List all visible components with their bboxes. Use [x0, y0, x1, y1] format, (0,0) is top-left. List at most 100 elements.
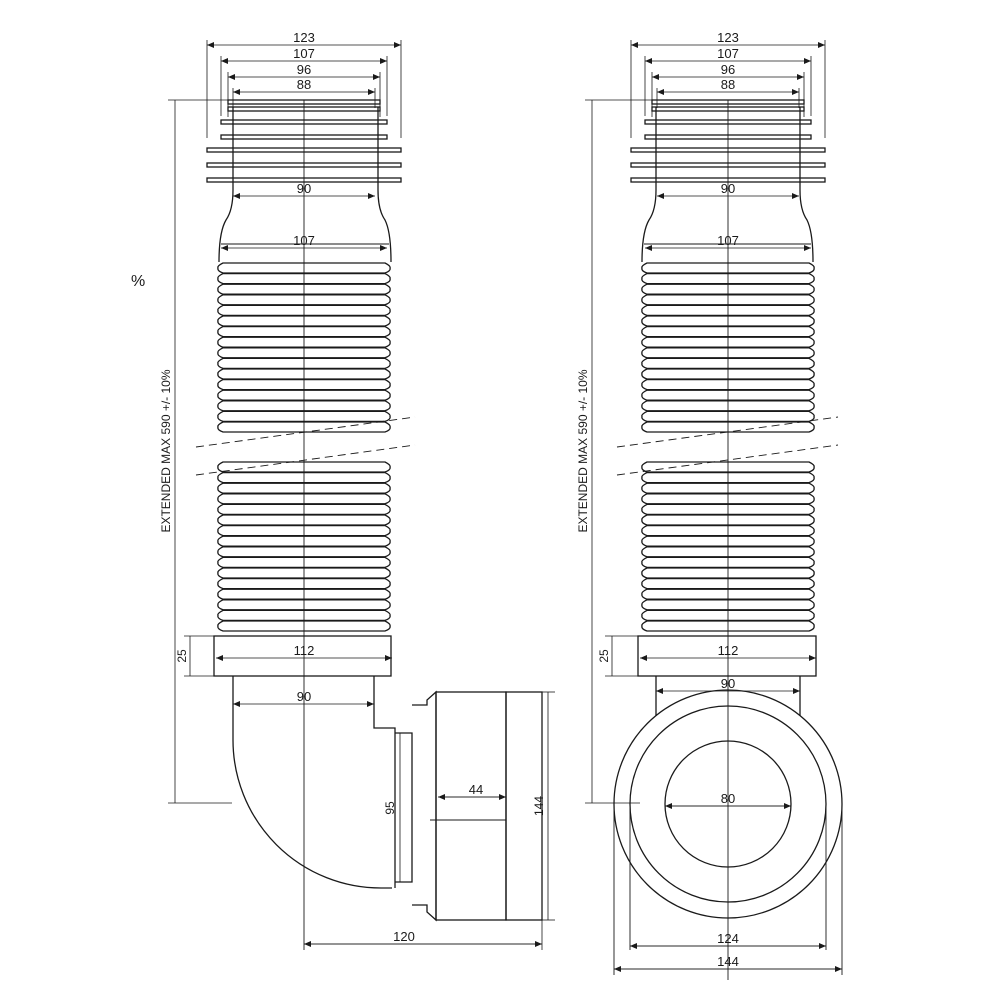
left-elbow-width-label: 90 — [297, 689, 311, 704]
left-side-view: EXTENDED MAX 590 +/- 10% 25 95 — [159, 40, 555, 950]
right-neck-outline — [641, 178, 814, 263]
right-dim-collar-arrow-right — [809, 655, 816, 661]
left-dim-body-arrow-right — [380, 245, 387, 251]
left-cap-walls — [232, 107, 379, 178]
left-dim-88-label: 88 — [297, 77, 311, 92]
left-dim-88-arrow-left — [233, 89, 240, 95]
left-elbow-depth-label: 120 — [393, 929, 415, 944]
left-rib-l-15 — [217, 620, 391, 632]
left-elbow-inner — [373, 676, 396, 888]
left-break-line-lower — [195, 444, 416, 476]
right-pipe-walls — [655, 676, 801, 716]
right-dim-elbow-arrow-right — [793, 688, 800, 694]
left-corrugation-lower — [217, 461, 391, 632]
left-extended-label: EXTENDED MAX 590 +/- 10% — [159, 369, 173, 532]
left-dim-elbow-arrow-left — [233, 701, 240, 707]
left-socket-flange — [412, 690, 437, 922]
left-dim-96-arrow-left — [228, 74, 235, 80]
right-mid-diameter-label: 124 — [717, 931, 739, 946]
right-body-dim-label: 107 — [717, 233, 739, 248]
right-dim-mid-arrow-right — [819, 943, 826, 949]
right-neck-dim-label: 90 — [721, 181, 735, 196]
left-outlet-height-label: 95 — [383, 801, 397, 815]
right-mid-ext — [629, 804, 827, 950]
left-dim-neck-arrow-left — [233, 193, 240, 199]
right-rib-l-15 — [641, 620, 815, 632]
left-dim-96-arrow-right — [373, 74, 380, 80]
right-dim-96-arrow-left — [652, 74, 659, 80]
left-rib-u-15 — [217, 421, 391, 433]
left-dim-neck-arrow-right — [368, 193, 375, 199]
right-elbow-width-label: 90 — [721, 676, 735, 691]
right-dim-neck-arrow-right — [792, 193, 799, 199]
right-corrugation-upper — [641, 262, 815, 433]
right-dim-107-label: 107 — [717, 46, 739, 61]
left-break-line-upper — [195, 416, 416, 448]
left-dim-88-arrow-right — [368, 89, 375, 95]
left-collar-width-label: 112 — [294, 643, 315, 658]
right-break-line-upper — [616, 416, 839, 448]
right-dim-88-arrow-left — [657, 89, 664, 95]
left-dim-107-arrow-left — [221, 58, 228, 64]
right-break-line-lower — [616, 444, 839, 476]
right-cap-walls — [655, 107, 801, 178]
right-dim-neck-arrow-left — [657, 193, 664, 199]
stray-percent-mark: % — [131, 273, 145, 290]
right-dimension-labels: 123 107 96 88 90 107 112 90 — [717, 30, 739, 691]
right-dim-107-arrow-right — [804, 58, 811, 64]
right-dim-outer-arrow-right — [835, 966, 842, 972]
right-collar-width-label: 112 — [718, 643, 739, 658]
right-extended-label: EXTENDED MAX 590 +/- 10% — [576, 369, 590, 532]
left-socket-height-label: 144 — [532, 796, 546, 816]
right-dim-123-label: 123 — [717, 30, 739, 45]
left-dim-spigot-arrow-left — [438, 794, 445, 800]
left-socket-body — [435, 691, 507, 921]
right-outer-diameter-label: 144 — [717, 954, 739, 969]
right-corrugation-lower — [641, 461, 815, 632]
left-dim-123-arrow-right — [394, 42, 401, 48]
right-inner-diameter-label: 80 — [721, 791, 735, 806]
left-collar — [213, 635, 392, 677]
right-dim-elbow-arrow-left — [656, 688, 663, 694]
left-spigot-length-label: 44 — [469, 782, 483, 797]
right-dim-88-arrow-right — [792, 89, 799, 95]
right-dim-88-label: 88 — [721, 77, 735, 92]
left-dim-spigot-arrow-right — [499, 794, 506, 800]
right-collar-height-label: 25 — [597, 649, 611, 663]
left-dim-123-label: 123 — [293, 30, 315, 45]
left-dim-collar-arrow-left — [216, 655, 223, 661]
left-collar-height-label: 25 — [175, 649, 189, 663]
left-dim-body-arrow-left — [221, 245, 228, 251]
left-neck-outline — [218, 178, 392, 263]
left-body-dim-label: 107 — [293, 233, 315, 248]
right-collar — [637, 635, 817, 677]
right-dim-collar-arrow-left — [640, 655, 647, 661]
right-front-view: EXTENDED MAX 590 +/- 10% 25 80 124 144 — [576, 40, 843, 980]
right-dim-inner-arrow-right — [784, 803, 791, 809]
left-dim-107-label: 107 — [293, 46, 315, 61]
right-dim-body-arrow-left — [645, 245, 652, 251]
left-dim-107-arrow-right — [380, 58, 387, 64]
right-dim-123-arrow-left — [631, 42, 638, 48]
right-dim-96-label: 96 — [721, 62, 735, 77]
left-dimension-labels: 123 107 96 88 90 107 112 90 — [293, 30, 315, 704]
left-elbow-outer — [232, 676, 392, 889]
left-socket-lip — [505, 691, 543, 921]
right-outer-ext — [613, 804, 843, 975]
left-dim-depth-arrow-right — [535, 941, 542, 947]
right-dim-mid-arrow-left — [630, 943, 637, 949]
right-dim-107-arrow-left — [645, 58, 652, 64]
right-dim-123-arrow-right — [818, 42, 825, 48]
left-outlet-spigot — [395, 732, 413, 883]
left-dim-collar-arrow-right — [385, 655, 392, 661]
left-dim-96-label: 96 — [297, 62, 311, 77]
right-dim-outer-arrow-left — [614, 966, 621, 972]
left-dim-depth-arrow-left — [304, 941, 311, 947]
right-rib-u-15 — [641, 421, 815, 433]
left-neck-dim-label: 90 — [297, 181, 311, 196]
right-dim-body-arrow-right — [804, 245, 811, 251]
left-dim-elbow-arrow-right — [367, 701, 374, 707]
right-dim-inner-arrow-left — [665, 803, 672, 809]
